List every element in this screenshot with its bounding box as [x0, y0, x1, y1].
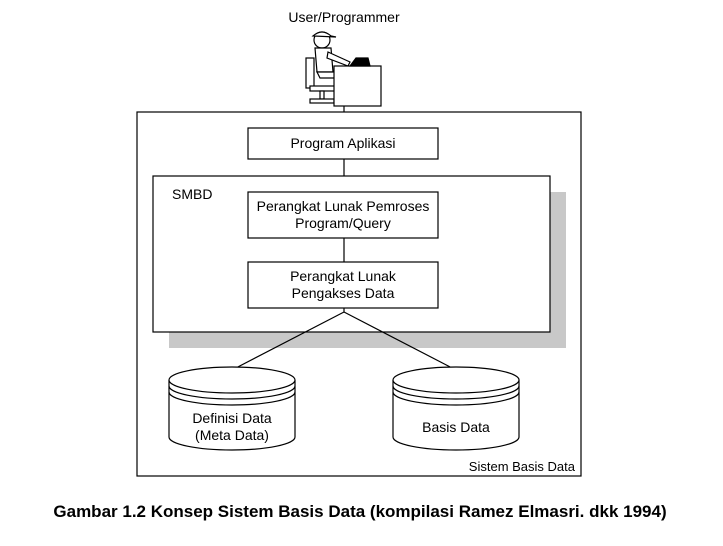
pemroses-label-line2: Program/Query	[295, 215, 391, 231]
smbd-label: SMBD	[172, 186, 212, 202]
definisi-data-label-line2: (Meta Data)	[195, 427, 269, 443]
pemroses-label-line1: Perangkat Lunak Pemroses	[257, 198, 430, 214]
pemroses-box	[247, 191, 439, 239]
line-to-basis-data	[343, 311, 457, 371]
program-aplikasi-label: Program Aplikasi	[290, 135, 395, 151]
definisi-data-label-line1: Definisi Data	[192, 410, 272, 426]
line-to-definisi-data	[231, 311, 345, 371]
user-programmer-icon	[305, 31, 382, 107]
program-aplikasi-box	[247, 127, 439, 160]
basis-data-cylinder	[392, 366, 520, 451]
basis-data-label: Basis Data	[422, 419, 490, 435]
figure-caption: Gambar 1.2 Konsep Sistem Basis Data (kom…	[53, 502, 666, 521]
pengakses-box	[247, 261, 439, 309]
sistem-basis-data-label: Sistem Basis Data	[469, 459, 576, 474]
pengakses-label-line1: Perangkat Lunak	[290, 268, 397, 284]
definisi-data-cylinder	[168, 366, 296, 451]
pengakses-label-line2: Pengakses Data	[292, 285, 395, 301]
user-label: User/Programmer	[288, 9, 400, 25]
